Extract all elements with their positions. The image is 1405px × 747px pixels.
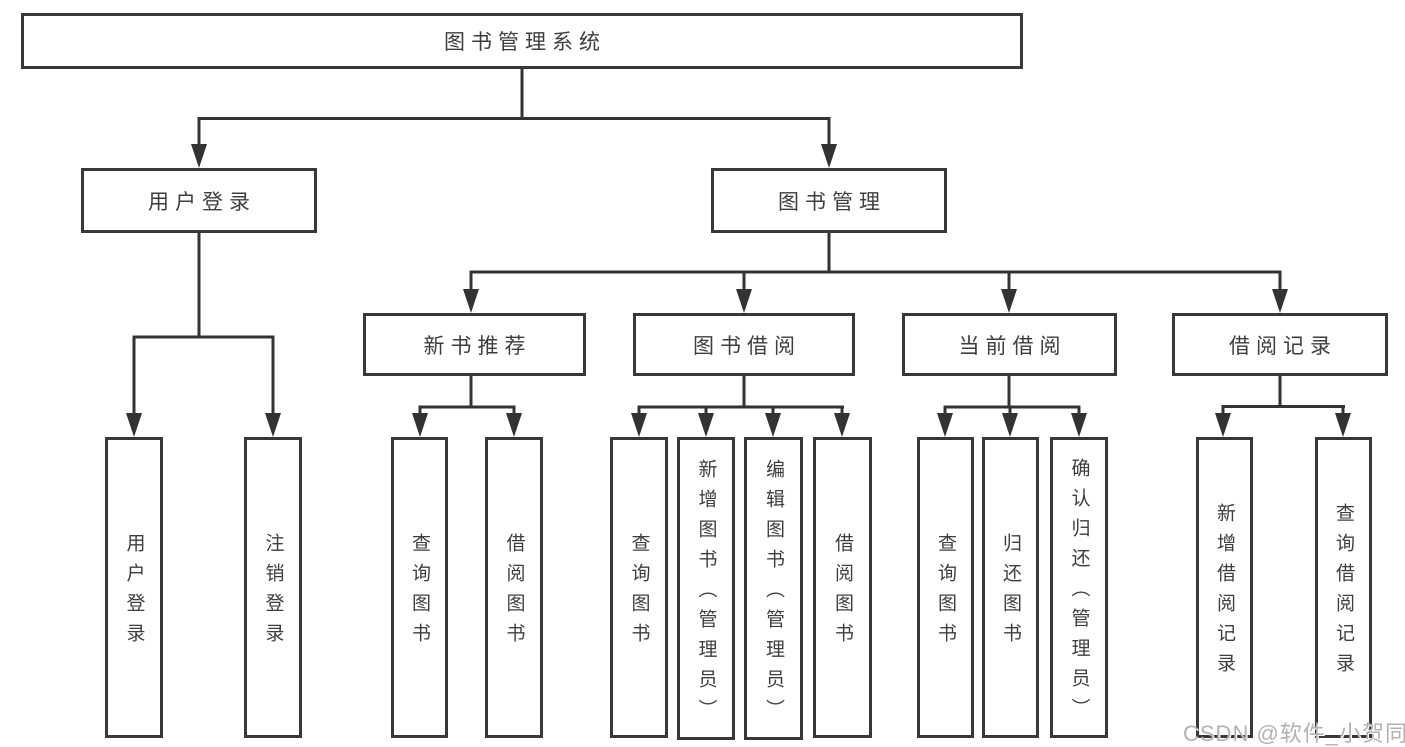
node-book-management: 图书管理	[711, 168, 947, 233]
leaf-confirm-return-admin: 确认归还（管理员）	[1050, 437, 1108, 738]
leaf-query-books-borrowing: 查询图书	[610, 437, 668, 738]
leaf-user-login: 用户登录	[105, 437, 163, 738]
node-label: 查询图书	[628, 533, 650, 653]
node-label: 归还图书	[1000, 533, 1021, 653]
node-library-management-system: 图书管理系统	[21, 13, 1023, 69]
node-label: 用户登录	[148, 190, 256, 214]
node-label: 查询图书	[409, 533, 430, 653]
leaf-logout: 注销登录	[244, 437, 302, 738]
node-label: 用户登录	[123, 533, 145, 653]
leaf-query-books-current: 查询图书	[917, 437, 974, 738]
node-new-book-recommendation: 新书推荐	[363, 313, 586, 376]
watermark: CSDN @软件_小贺同学	[1183, 721, 1405, 746]
leaf-query-books-recommend: 查询图书	[391, 437, 448, 738]
node-label: 新增图书（管理员）	[695, 459, 717, 729]
leaf-add-borrow-record: 新增借阅记录	[1196, 437, 1253, 738]
leaf-return-books: 归还图书	[982, 437, 1039, 738]
node-label: 查询图书	[935, 533, 956, 653]
node-label: 图书借阅	[693, 334, 801, 358]
node-label: 借阅图书	[503, 533, 525, 653]
node-label: 图书管理系统	[444, 31, 606, 54]
leaf-borrow-books: 借阅图书	[813, 437, 872, 738]
node-label: 新增借阅记录	[1214, 503, 1235, 683]
node-book-borrowing: 图书借阅	[633, 313, 855, 376]
node-borrowing-records: 借阅记录	[1172, 313, 1388, 376]
node-label: 借阅记录	[1229, 334, 1337, 358]
node-label: 确认归还（管理员）	[1068, 458, 1090, 728]
leaf-borrow-books-recommend: 借阅图书	[485, 437, 543, 738]
node-label: 编辑图书（管理员）	[763, 459, 784, 729]
node-label: 当前借阅	[958, 334, 1067, 358]
node-current-borrowing: 当前借阅	[902, 313, 1117, 376]
leaf-add-book-admin: 新增图书（管理员）	[677, 437, 735, 740]
leaf-edit-book-admin: 编辑图书（管理员）	[744, 437, 803, 740]
node-user-login: 用户登录	[81, 168, 317, 233]
node-label: 借阅图书	[832, 533, 853, 653]
node-label: 查询借阅记录	[1333, 503, 1354, 683]
node-label: 图书管理	[778, 190, 886, 214]
leaf-query-borrow-record: 查询借阅记录	[1315, 437, 1372, 738]
node-label: 注销登录	[262, 533, 284, 653]
node-label: 新书推荐	[423, 334, 532, 358]
